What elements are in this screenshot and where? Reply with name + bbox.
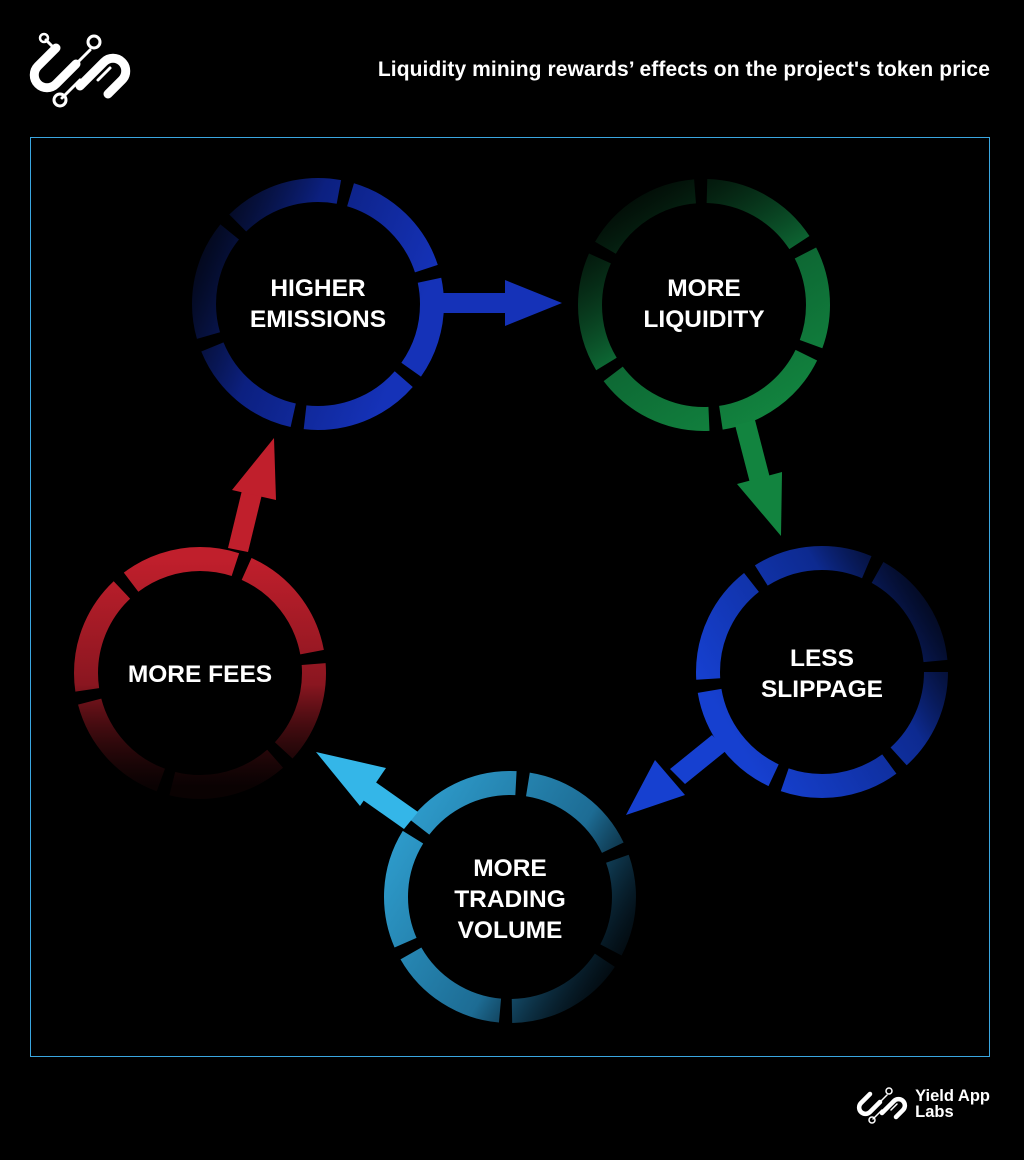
circuit-logo-icon [857,1087,908,1124]
brand-name: Yield App Labs [915,1087,990,1121]
ring-more-liquidity [578,179,830,431]
page-title: Liquidity mining rewards’ effects on the… [377,58,990,81]
ring-less-slippage [696,546,948,798]
ring-more-fees [74,547,326,799]
ring-more-trading-volume [384,771,636,1023]
brand-footer: Yield App Labs [855,1084,990,1124]
arrow-liquidity-to-slippage [735,420,782,536]
arrow-volume-to-fees [316,752,418,829]
arrow-slippage-to-volume [626,735,727,815]
arrow-fees-to-emissions [228,438,276,552]
arrow-emissions-to-liquidity [440,280,562,326]
node-label-more-fees: MORE FEES [127,661,273,688]
ring-higher-emissions [192,178,444,430]
diagram-frame [30,137,990,1057]
circuit-logo-icon [29,32,131,108]
